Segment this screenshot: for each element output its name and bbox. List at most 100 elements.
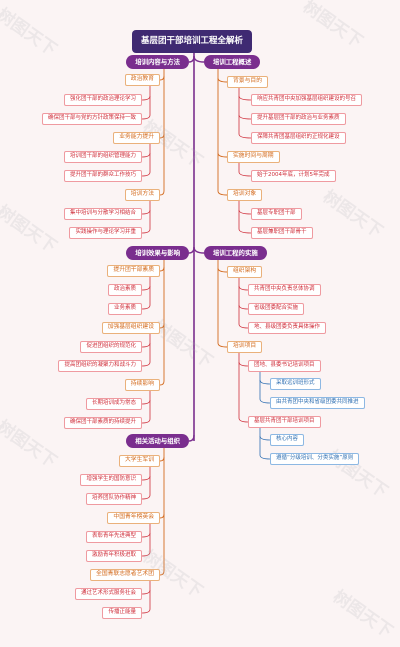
- connector: [193, 55, 205, 63]
- connector: [141, 95, 151, 101]
- group-military-training[interactable]: 大学生军训: [119, 455, 160, 467]
- connector: [141, 152, 151, 158]
- connector: [159, 266, 165, 272]
- item-long-term-training[interactable]: 长期培训成为常态: [85, 398, 142, 410]
- item-respond-call[interactable]: 响应共青团中央加强基层组织建设的号召: [251, 94, 363, 106]
- item-distance-class[interactable]: 采取远训班形式: [270, 378, 321, 390]
- root-title[interactable]: 基层团干部培训工程全解析: [132, 30, 253, 53]
- connector: [141, 399, 151, 405]
- connector: [159, 513, 165, 519]
- group-time-period[interactable]: 实施时间与周期: [227, 151, 280, 163]
- item-improve-quality[interactable]: 提升基层团干部的政治与业务素质: [251, 113, 346, 125]
- group-training-projects[interactable]: 培训项目: [227, 341, 263, 353]
- item-cohesion[interactable]: 提高团组织的凝聚力和战斗力: [58, 360, 142, 372]
- connector: [141, 304, 151, 310]
- connector: [159, 570, 165, 576]
- group-strengthen-org[interactable]: 加强基层组织建设: [101, 322, 160, 334]
- connector: [238, 285, 249, 291]
- item-political-quality[interactable]: 政治素质: [107, 284, 142, 296]
- group-art-troupe[interactable]: 全国青联志愿者艺术团: [90, 569, 160, 581]
- item-regularization[interactable]: 保障共青团基层组织的正规化建设: [251, 132, 346, 144]
- section-effects[interactable]: 培训效果与影响: [126, 246, 189, 261]
- connector: [141, 285, 151, 291]
- connector: [217, 77, 228, 83]
- connector: [141, 114, 151, 120]
- connector: [141, 608, 151, 614]
- item-central-coordination[interactable]: 共青团中央负责总体协调: [248, 284, 321, 296]
- group-target-audience[interactable]: 培训对象: [227, 189, 263, 201]
- connector: [238, 417, 249, 423]
- section-overview[interactable]: 培训工程概述: [204, 55, 261, 70]
- connector: [159, 380, 165, 386]
- group-background-purpose[interactable]: 背景与目的: [227, 76, 268, 88]
- item-defense-awareness[interactable]: 增强学生的国防意识: [80, 474, 142, 486]
- connector: [238, 228, 252, 234]
- group-youth-awards[interactable]: 中国青年榜英会: [107, 512, 160, 524]
- item-party-policy-alignment[interactable]: 确保团干部与党的方针政策保持一致: [41, 113, 142, 125]
- section-implementation[interactable]: 培训工程的实施: [204, 246, 267, 261]
- group-business-ability[interactable]: 业务能力提升: [113, 132, 160, 144]
- connector: [141, 209, 151, 215]
- connector: [238, 209, 252, 215]
- connector: [141, 532, 151, 538]
- connector: [141, 494, 151, 500]
- connector: [259, 398, 271, 404]
- connector: [259, 454, 271, 460]
- item-org-management[interactable]: 培训团干部的组织管理能力: [63, 151, 142, 163]
- section-activities[interactable]: 相关活动与组织: [126, 434, 189, 449]
- item-continuous-improvement[interactable]: 确保团干部素质的持续提升: [63, 417, 142, 429]
- connector: [141, 361, 151, 367]
- subgroup-grassroots-project[interactable]: 基层共青团干部培训项目: [248, 416, 321, 428]
- connector: [217, 152, 228, 158]
- item-standardization[interactable]: 促进团组织的规范化: [80, 341, 142, 353]
- connector: [141, 551, 151, 557]
- connector: [217, 267, 228, 273]
- connector: [141, 418, 151, 424]
- connector: [159, 190, 165, 196]
- item-core-content[interactable]: 核心内容: [270, 434, 305, 446]
- connector: [238, 361, 249, 367]
- connector: [238, 133, 252, 139]
- item-motivate-youth[interactable]: 激励青年积极进取: [85, 550, 142, 562]
- section-content-methods[interactable]: 培训内容与方法: [126, 55, 189, 70]
- item-commend-youth[interactable]: 表彰青年先进典型: [85, 531, 142, 543]
- subgroup-secretary-project[interactable]: 团地、县委书记培训项目: [248, 360, 321, 372]
- connector: [238, 323, 249, 329]
- item-fulltime-cadres[interactable]: 基层专职团干部: [251, 208, 302, 220]
- connector: [141, 171, 151, 177]
- connector: [238, 114, 252, 120]
- item-parttime-cadres[interactable]: 基层兼职团干部骨干: [251, 227, 313, 239]
- connector: [159, 75, 165, 81]
- item-joint-promotion[interactable]: 由共青团中央和省级团委共同推进: [270, 397, 365, 409]
- connector: [238, 304, 249, 310]
- group-improve-quality[interactable]: 提升团干部素质: [107, 265, 160, 277]
- group-lasting-impact[interactable]: 持续影响: [124, 379, 160, 391]
- group-political-education[interactable]: 政治教育: [124, 74, 160, 86]
- connector: [159, 456, 165, 462]
- connector: [141, 228, 151, 234]
- item-provincial-cooperation[interactable]: 省级团委配合实施: [248, 303, 305, 315]
- item-start-2004[interactable]: 始于2004年底，计划5年完成: [251, 170, 336, 182]
- item-teamwork[interactable]: 培养团队协作精神: [85, 493, 142, 505]
- item-tiered-principle[interactable]: 遵循“分级培训、分类实施”原则: [270, 453, 360, 465]
- connector: [141, 342, 151, 348]
- item-political-theory[interactable]: 强化团干部的政治理论学习: [63, 94, 142, 106]
- item-centralized-training[interactable]: 集中培训与分散学习相结合: [63, 208, 142, 220]
- item-serve-society[interactable]: 通过艺术形式服务社会: [74, 588, 142, 600]
- connector: [141, 589, 151, 595]
- connector: [259, 435, 271, 441]
- item-practice-theory[interactable]: 实践操作与理论学习并重: [69, 227, 142, 239]
- connector: [259, 379, 271, 385]
- group-org-structure[interactable]: 组织架构: [227, 266, 263, 278]
- item-positive-energy[interactable]: 传播正能量: [102, 607, 142, 619]
- group-training-methods[interactable]: 培训方法: [124, 189, 160, 201]
- connector: [238, 95, 252, 101]
- item-mass-work-skills[interactable]: 提升团干部的群众工作技巧: [63, 170, 142, 182]
- connector: [141, 475, 151, 481]
- connector: [217, 342, 228, 348]
- item-local-operation[interactable]: 地、县级团委负责具体操作: [248, 322, 327, 334]
- item-business-quality[interactable]: 业务素质: [107, 303, 142, 315]
- connector: [188, 434, 195, 442]
